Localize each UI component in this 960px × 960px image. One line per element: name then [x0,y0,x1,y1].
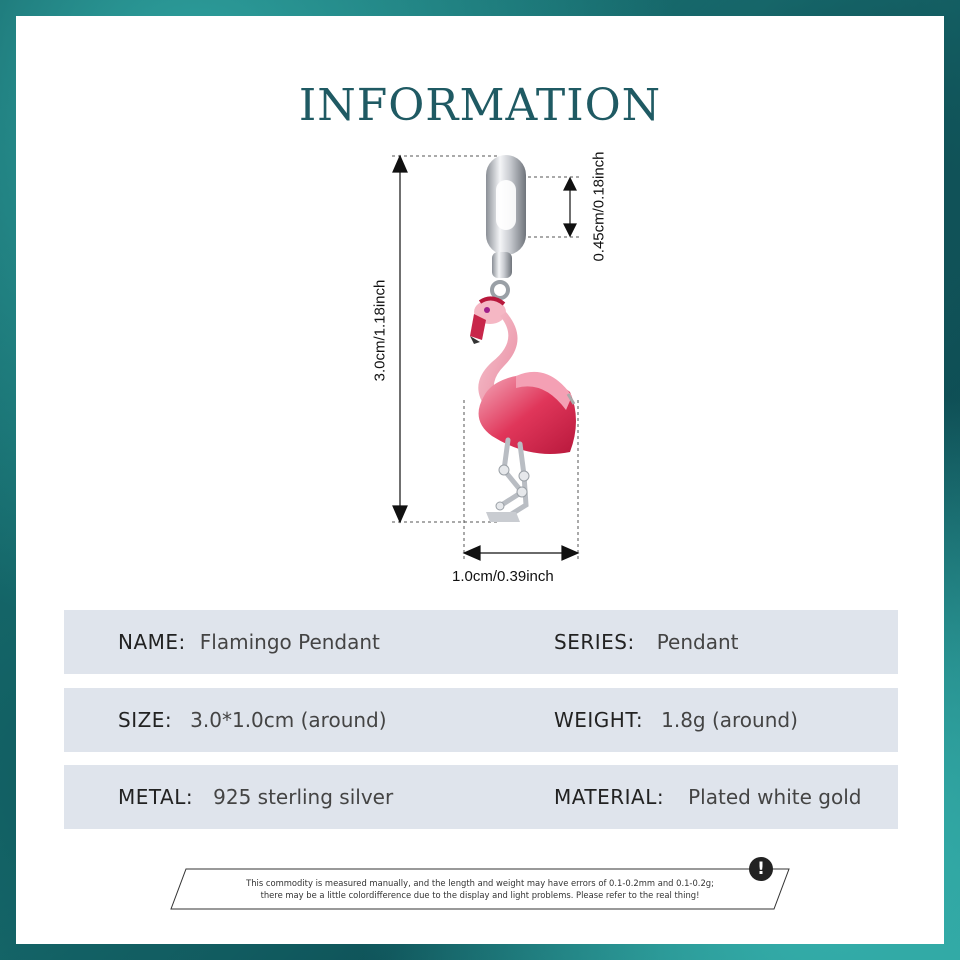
height-dimension-label: 3.0cm/1.18inch [371,279,389,382]
size-label: SIZE: [118,708,173,732]
series-label: SERIES: [554,630,635,654]
width-arrow [462,545,580,561]
metal-value: 925 sterling silver [213,785,394,809]
metal-cell: METAL: 925 sterling silver [118,765,393,829]
info-row-name: NAME: Flamingo Pendant SERIES: Pendant [64,610,898,674]
page-title: INFORMATION [298,80,662,131]
material-cell: MATERIAL: Plated white gold [554,765,861,829]
dimension-guides [392,155,580,562]
disclaimer-line-1: This commodity is measured manually, and… [246,878,714,888]
ring-arrow [563,176,577,238]
name-label: NAME: [118,630,186,654]
series-cell: SERIES: Pendant [554,610,739,674]
name-cell: NAME: Flamingo Pendant [118,610,380,674]
size-cell: SIZE: 3.0*1.0cm (around) [118,688,387,752]
width-dimension-label: 1.0cm/0.39inch [452,568,554,585]
material-value: Plated white gold [688,785,862,809]
weight-label: WEIGHT: [554,708,644,732]
disclaimer-text: This commodity is measured manually, and… [190,877,770,901]
ring-dimension-label: 0.45cm/0.18inch [590,151,608,262]
info-row-size: SIZE: 3.0*1.0cm (around) WEIGHT: 1.8g (aro… [64,688,898,752]
pendant-bail [486,155,526,300]
weight-cell: WEIGHT: 1.8g (around) [554,688,798,752]
material-label: MATERIAL: [554,785,665,809]
disclaimer-box [170,868,790,910]
info-row-metal: METAL: 925 sterling silver MATERIAL: Plate… [64,765,898,829]
size-value: 3.0*1.0cm (around) [190,708,387,732]
weight-value: 1.8g (around) [661,708,798,732]
warning-icon: ! [749,857,773,881]
series-value: Pendant [656,630,739,654]
disclaimer-line-2: there may be a little colordifference du… [260,890,700,900]
product-dimension-diagram [392,154,580,562]
metal-label: METAL: [118,785,194,809]
height-arrow [392,154,408,524]
flamingo-pendant [470,296,576,522]
name-value: Flamingo Pendant [199,630,380,654]
